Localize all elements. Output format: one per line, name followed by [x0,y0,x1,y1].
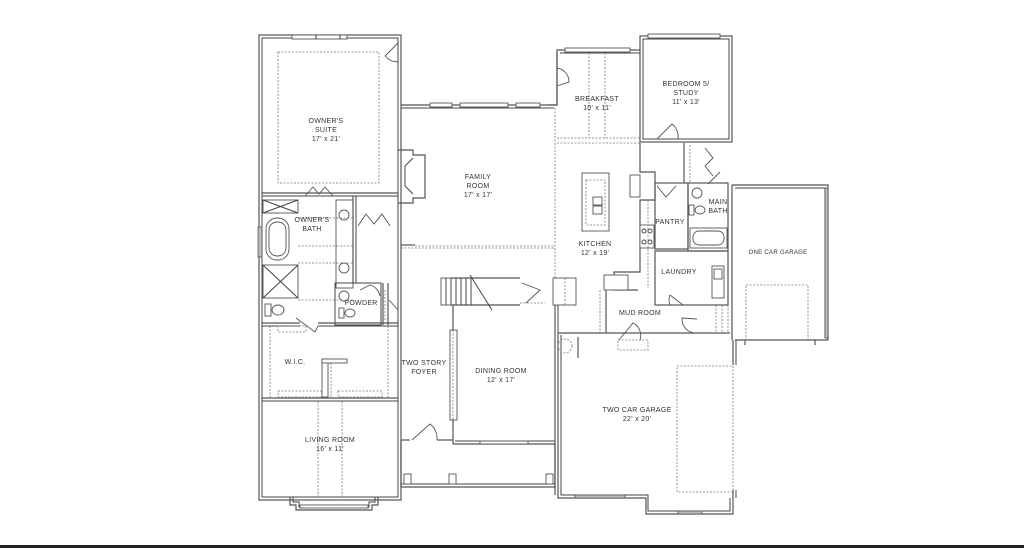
room-name-line2: STUDY [673,90,699,97]
room-name-line2: ROOM [466,183,490,190]
room-name: W.I.C. [284,359,306,366]
room-name: DINING ROOM [475,368,527,375]
room-label-owners-suite: OWNER'S SUITE 17' x 21' [309,117,344,144]
left-wing-walls [257,34,402,511]
room-label-bedroom-5-study: BEDROOM 5/ STUDY 11' x 13' [663,80,710,107]
room-label-breakfast: BREAKFAST 10' x 11' [575,95,619,113]
right-wing-walls [548,33,733,351]
room-label-powder: POWDER [344,299,377,308]
room-dimensions: 17' x 21' [311,136,341,143]
room-label-mud-room: MUD ROOM [619,309,661,318]
room-name: BREAKFAST [575,96,619,103]
room-name-line2: SUITE [314,127,338,134]
room-dimensions: 12' x 17' [486,377,516,384]
room-label-wic: W.I.C. [285,358,306,367]
room-dimensions: 17' x 17' [463,192,493,199]
room-name-line2: FOYER [411,369,437,376]
room-label-main-bath: MAIN BATH [708,198,727,216]
room-name: FAMILY [464,174,492,181]
room-name-line2: BATH [708,208,728,215]
room-name: BEDROOM 5/ [662,81,710,88]
room-label-owners-bath: OWNER'S BATH [295,216,330,234]
garage-walls [557,184,829,515]
room-label-laundry: LAUNDRY [661,268,696,277]
bottom-border [0,545,1024,548]
room-label-kitchen: KITCHEN 12' x 19' [579,240,612,258]
room-name: TWO STORY [401,360,447,367]
room-label-family-room: FAMILY ROOM 17' x 17' [464,173,492,200]
room-name: TWO CAR GARAGE [602,407,672,414]
room-name: PANTRY [655,219,685,226]
room-name: ONE CAR GARAGE [748,250,808,256]
room-name: MUD ROOM [618,310,662,317]
room-label-dining-room: DINING ROOM 12' x 17' [475,367,527,385]
room-label-one-car-garage: ONE CAR GARAGE [749,249,808,258]
room-label-two-car-garage: TWO CAR GARAGE 22' x 20' [602,406,671,424]
room-name: MAIN [708,199,728,206]
room-label-pantry: PANTRY [655,218,685,227]
center-walls [398,52,577,495]
room-name: OWNER'S [308,118,344,125]
room-name: LIVING ROOM [305,437,355,444]
room-name: OWNER'S [294,217,330,224]
room-label-two-story-foyer: TWO STORY FOYER [402,359,447,377]
room-name-line2: BATH [302,226,322,233]
room-name: KITCHEN [578,241,612,248]
room-dimensions: 16' x 11' [316,446,344,453]
room-dimensions: 11' x 13' [672,99,700,106]
room-dimensions: 10' x 11' [583,105,611,112]
room-dimensions: 22' x 20' [622,416,652,423]
room-label-living-room: LIVING ROOM 16' x 11' [305,436,355,454]
room-dimensions: 12' x 19' [580,250,610,257]
room-name: POWDER [344,300,378,307]
room-name: LAUNDRY [661,269,697,276]
